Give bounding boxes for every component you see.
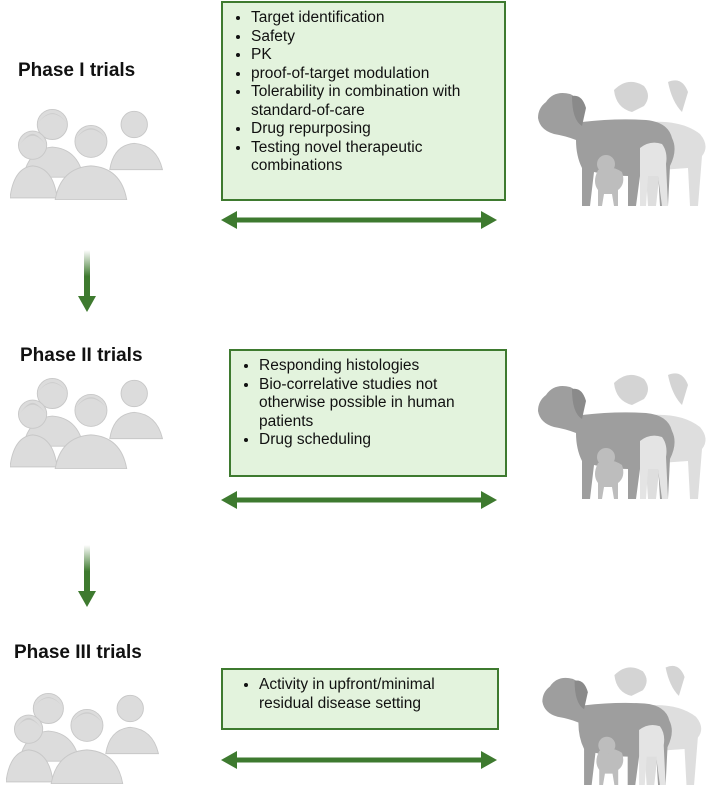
phase-2-title: Phase II trials [20, 345, 143, 366]
double-arrow-icon [221, 211, 497, 229]
list-item: Tolerability in combination with standar… [251, 83, 496, 120]
list-item: Testing novel therapeutic combinations [251, 139, 496, 176]
list-item: PK [251, 46, 496, 65]
down-arrow-icon [78, 250, 96, 312]
phase-2-box: Responding histologies Bio-correlative s… [229, 349, 507, 477]
list-item: Bio-correlative studies not otherwise po… [259, 376, 497, 432]
dog-group-icon [532, 658, 712, 786]
list-item: Target identification [251, 9, 496, 28]
human-group-icon [10, 96, 170, 200]
double-arrow-icon [221, 751, 497, 769]
human-group-icon [10, 365, 170, 469]
dog-group-icon [532, 365, 712, 500]
list-item: proof-of-target modulation [251, 65, 496, 84]
list-item: Responding histologies [259, 357, 497, 376]
double-arrow-icon [221, 491, 497, 509]
phase-3-box: Activity in upfront/minimal residual dis… [221, 668, 499, 730]
list-item: Drug scheduling [259, 431, 497, 450]
human-group-icon [6, 680, 166, 784]
phase-1-title: Phase I trials [18, 60, 136, 81]
phase-1-box: Target identification Safety PK proof-of… [221, 1, 506, 201]
down-arrow-icon [78, 545, 96, 607]
phase-1-list: Target identification Safety PK proof-of… [251, 9, 496, 176]
list-item: Drug repurposing [251, 120, 496, 139]
list-item: Safety [251, 28, 496, 47]
phase-3-title: Phase III trials [14, 642, 142, 663]
phase-2-list: Responding histologies Bio-correlative s… [259, 357, 497, 450]
phase-3-list: Activity in upfront/minimal residual dis… [251, 676, 489, 713]
dog-group-icon [532, 72, 712, 207]
list-item: Activity in upfront/minimal residual dis… [259, 676, 489, 713]
